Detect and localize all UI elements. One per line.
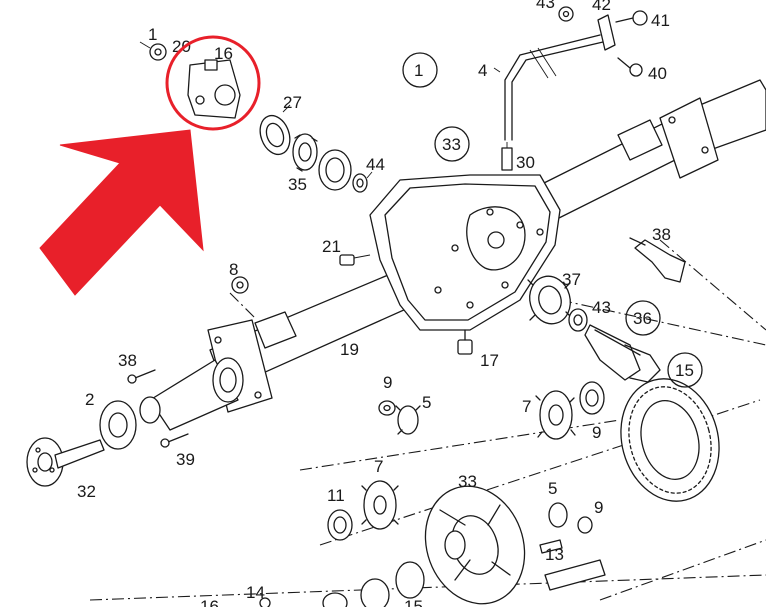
part-37-sensor: [629, 237, 686, 283]
callout-18: 20: [172, 37, 191, 56]
part-42-nut: [558, 6, 574, 22]
part-5-pinion-bottom: [548, 502, 568, 528]
callout-32: 33: [458, 472, 477, 491]
callout-27: 30: [516, 153, 535, 172]
callout-5-bottom: 5: [548, 479, 557, 498]
highlight-ring: [165, 35, 261, 131]
circled-callout-1: 1: [402, 52, 438, 88]
part-30-axle-flange: [26, 437, 105, 487]
part-38-bolt-top: [127, 369, 156, 384]
part-19-plug: [339, 254, 371, 266]
callout-9-right: 9: [592, 423, 601, 442]
part-9-washer-right: [579, 381, 605, 415]
callout-8-top: 9: [383, 373, 392, 392]
callout-37: 38: [652, 225, 671, 244]
callout-2: 2: [85, 390, 94, 409]
callout-40: 41: [651, 11, 670, 30]
callout-5-top: 5: [422, 393, 431, 412]
part-20-drain-plug: [457, 329, 473, 355]
part-bottom-bearings: [259, 561, 425, 607]
callout-39: 40: [648, 64, 667, 83]
callout-7-left: 7: [374, 457, 383, 476]
callout-6: 8: [229, 260, 238, 279]
callout-11: 13: [545, 545, 564, 564]
callout-38-top: 38: [118, 351, 137, 370]
part-9-washer-left: [327, 509, 353, 541]
callout-43: 43: [592, 298, 611, 317]
callout-16-bottom: 16: [200, 597, 219, 607]
part-16-bracket: [187, 59, 241, 119]
callout-41: 42: [592, 0, 611, 14]
part-ring-gear: [620, 378, 720, 502]
callout-8-bottom: 9: [594, 498, 603, 517]
part-41-clip: [597, 14, 616, 51]
red-arrow-icon: [39, 129, 204, 296]
part-4-vent-tube: [493, 34, 604, 141]
callout-13: 14: [246, 583, 265, 602]
callout-34: 35: [288, 175, 307, 194]
part-35-bearing: [527, 275, 572, 325]
callout-19: 21: [322, 237, 341, 256]
callout-14: 15: [404, 597, 423, 607]
part-7-side-gear-left: [361, 480, 399, 530]
callout-21: 27: [283, 93, 302, 112]
part-43-ring: [568, 308, 588, 332]
callout-42: 43: [536, 0, 555, 12]
callout-35: 37: [562, 270, 581, 289]
callout-labels: 1 20 16 27 35 44 4 30 43 42 41 40 21 8 1…: [77, 0, 671, 607]
part-39-bolt: [617, 57, 643, 77]
callout-7-right: 7: [522, 397, 531, 416]
callout-4: 4: [478, 61, 487, 80]
part-11-shaft: [539, 539, 606, 591]
callout-38-bottom: 39: [176, 450, 195, 469]
part-38-bolt-bottom: [160, 433, 189, 448]
svg-text:15: 15: [675, 361, 694, 380]
part-44-washer: [352, 171, 373, 193]
callout-3: 1: [148, 25, 157, 44]
callout-16: 16: [214, 44, 233, 63]
part-pinion-gear: [584, 324, 661, 383]
circled-callout-15: 15: [667, 352, 703, 388]
svg-text:33: 33: [442, 135, 461, 154]
part-34-bearing: [292, 133, 318, 172]
callout-9-left: 11: [327, 486, 345, 505]
part-7-side-gear-right: [535, 390, 576, 440]
part-40-bolt: [615, 10, 648, 26]
callout-17: 19: [340, 340, 359, 359]
circled-callout-36: 36: [625, 300, 661, 336]
part-27-fitting: [501, 142, 513, 171]
part-large-race: [318, 149, 352, 191]
part-21-seal: [259, 104, 291, 156]
svg-text:36: 36: [633, 309, 652, 328]
axle-housing: [149, 79, 766, 431]
callout-44: 44: [366, 155, 385, 174]
part-2-brake: [99, 396, 161, 450]
callout-30: 32: [77, 482, 96, 501]
callout-20: 17: [480, 351, 499, 370]
part-8-washer-top: [378, 400, 396, 416]
part-5-pinion-top: [395, 405, 421, 435]
part-6-nut: [231, 276, 249, 294]
part-32-diff-case: [424, 485, 526, 605]
svg-text:1: 1: [414, 61, 423, 80]
circled-callout-33: 33: [434, 126, 470, 162]
part-3-nut: [139, 41, 167, 61]
part-8-washer-bottom: [577, 516, 593, 534]
